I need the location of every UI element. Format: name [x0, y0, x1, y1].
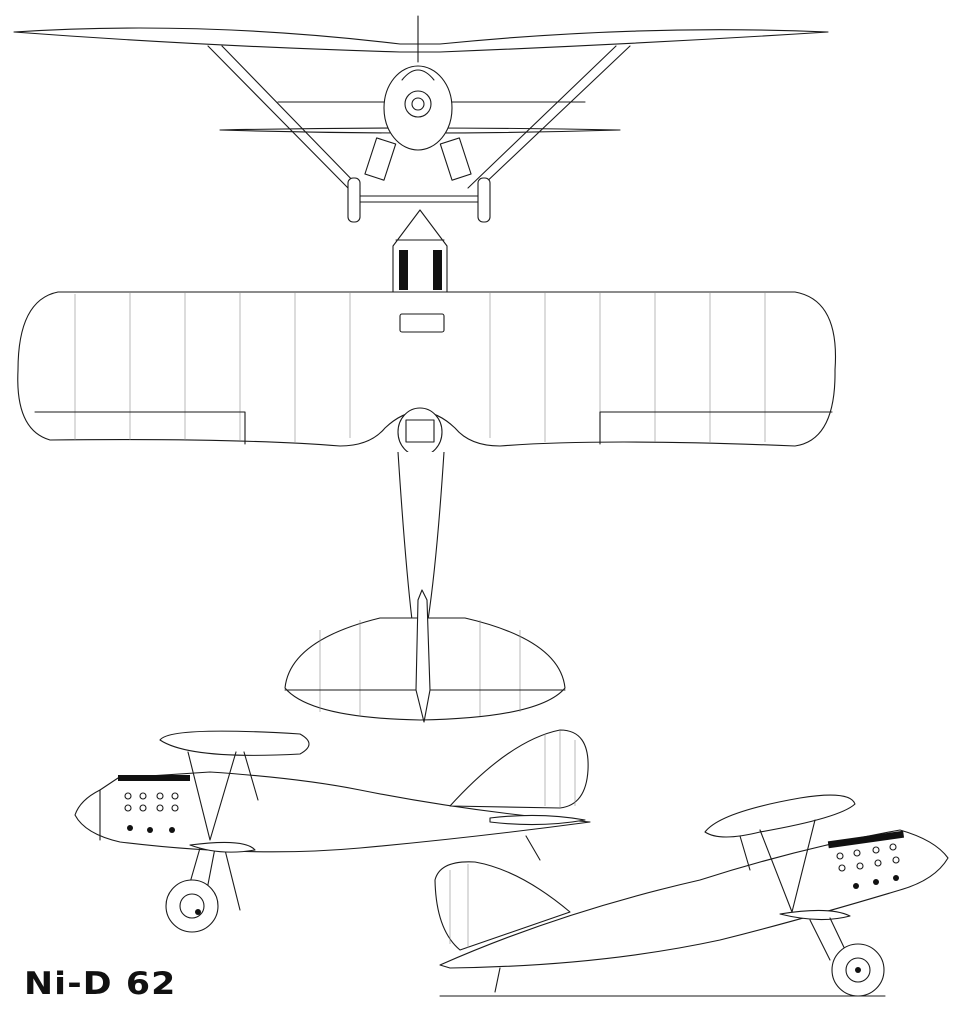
aircraft-designation-label: Ni-D 62	[24, 966, 177, 1002]
top-view	[17, 209, 837, 723]
right-side-view	[434, 794, 949, 997]
left-side-view	[74, 729, 591, 933]
front-view	[13, 15, 829, 223]
